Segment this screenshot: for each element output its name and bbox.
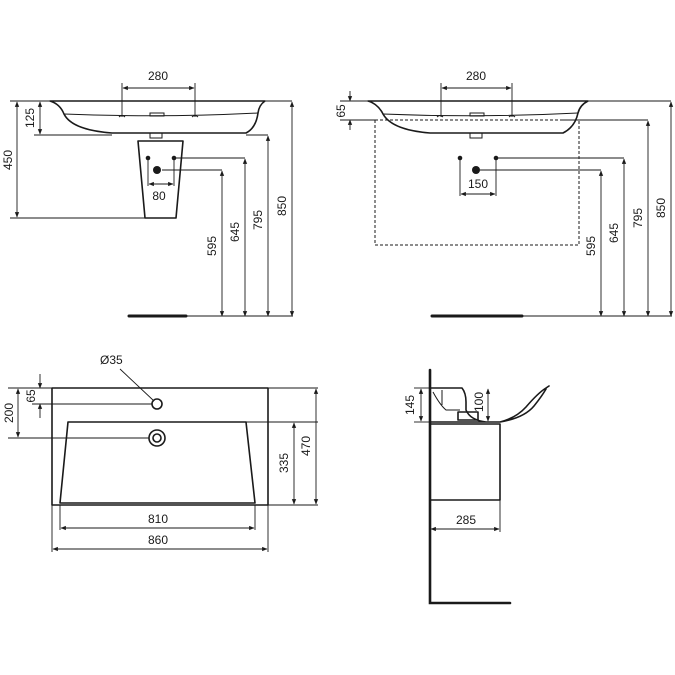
basin-outline bbox=[367, 100, 589, 134]
dim-145-label: 145 bbox=[403, 395, 417, 415]
dim-645-label: 645 bbox=[228, 222, 242, 242]
dim-850-label: 850 bbox=[654, 198, 668, 218]
pedestal-side bbox=[429, 423, 501, 501]
furniture-view: 280 65 150 595 645 795 850 bbox=[334, 69, 674, 318]
waste-outlet bbox=[469, 132, 483, 139]
dim-450-label: 450 bbox=[1, 150, 15, 170]
dim-285-label: 285 bbox=[456, 513, 476, 527]
dim-65-label: 65 bbox=[334, 104, 348, 118]
waste-outlet bbox=[149, 132, 163, 139]
wall-and-floor bbox=[428, 368, 512, 605]
dim-150-label: 150 bbox=[468, 177, 488, 191]
overflow-channel bbox=[432, 391, 460, 411]
dim-470-label: 470 bbox=[299, 436, 313, 456]
dim-595-label: 595 bbox=[584, 236, 598, 256]
front-view: 280 125 450 80 595 645 795 850 bbox=[1, 69, 295, 318]
dim-125-label: 125 bbox=[23, 108, 37, 128]
overflow-slot bbox=[469, 112, 485, 117]
dim-80-label: 80 bbox=[152, 189, 166, 203]
waste-hole bbox=[153, 166, 161, 174]
dim-860-label: 860 bbox=[148, 533, 168, 547]
pedestal bbox=[137, 140, 184, 219]
bowl-outline bbox=[59, 421, 256, 504]
dim-100-label: 100 bbox=[472, 392, 486, 412]
plan-view: Ø35 200 65 335 470 810 860 bbox=[2, 353, 319, 552]
dim-810-label: 810 bbox=[148, 512, 168, 526]
dim-tap-hole-label: Ø35 bbox=[100, 353, 123, 367]
dim-850-label: 850 bbox=[275, 196, 289, 216]
waste-outer bbox=[148, 429, 166, 447]
basin-side-profile bbox=[429, 385, 550, 423]
side-view: 145 100 285 bbox=[403, 368, 550, 605]
dim-335-label: 335 bbox=[277, 453, 291, 473]
dim-200-label: 200 bbox=[2, 403, 16, 423]
waste-hole bbox=[472, 166, 480, 174]
dim-65-label: 65 bbox=[24, 389, 38, 403]
dim-595-label: 595 bbox=[205, 236, 219, 256]
overflow-slot bbox=[149, 112, 165, 117]
dim-280-label: 280 bbox=[148, 69, 168, 83]
dim-795-label: 795 bbox=[251, 210, 265, 230]
basin-top-outline bbox=[51, 387, 269, 506]
basin-outline bbox=[49, 100, 266, 134]
dim-795-label: 795 bbox=[631, 208, 645, 228]
waste-side bbox=[457, 411, 479, 421]
dim-280-label: 280 bbox=[466, 69, 486, 83]
dim-645-label: 645 bbox=[607, 223, 621, 243]
tap-hole-left bbox=[436, 115, 444, 118]
vanity-unit-outline bbox=[374, 119, 580, 246]
waste-inner bbox=[152, 433, 162, 443]
